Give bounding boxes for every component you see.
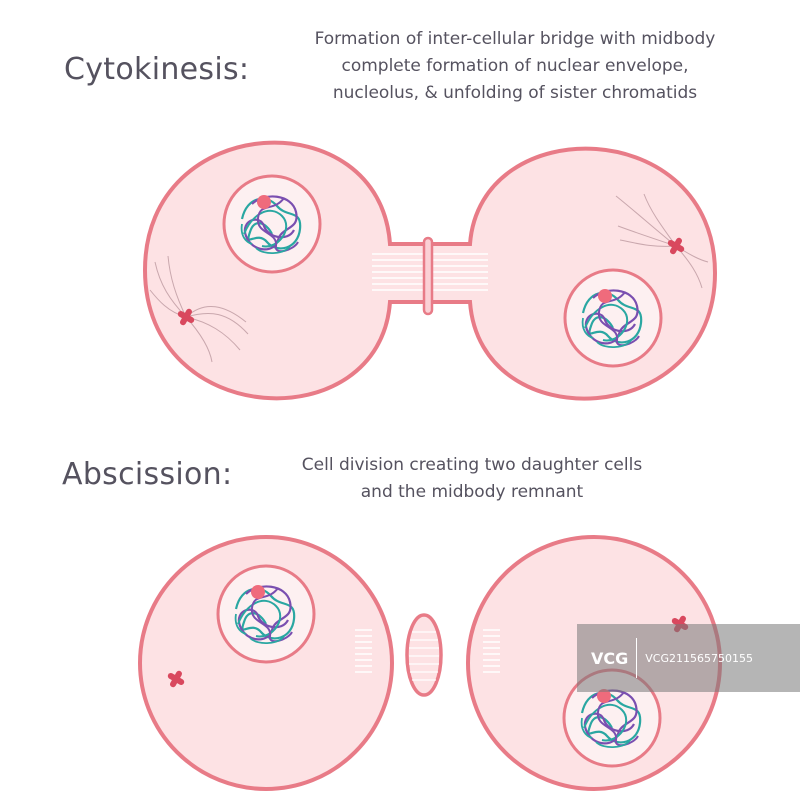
- abscission-title: Abscission:: [62, 457, 233, 492]
- watermark: VCG VCG211565750155: [577, 624, 800, 692]
- nucleus-left: [224, 176, 320, 272]
- abscission-desc-line: and the midbody remnant: [360, 482, 584, 502]
- cytokinesis-desc-line: nucleolus, & unfolding of sister chromat…: [332, 83, 698, 103]
- residual-microtubules-right: [483, 629, 500, 673]
- cytokinesis-desc-line: complete formation of nuclear envelope,: [341, 56, 689, 76]
- cytokinesis-desc-line: Formation of inter-cellular bridge with …: [314, 29, 716, 49]
- watermark-id: VCG211565750155: [645, 651, 753, 665]
- daughter-nucleus-left: [218, 566, 314, 662]
- midbody: [422, 236, 434, 316]
- cytokinesis-cells: [142, 140, 718, 401]
- midbody-remnant: [405, 613, 443, 697]
- abscission-description: Cell division creating two daughter cell…: [262, 452, 682, 506]
- watermark-divider: [636, 638, 638, 678]
- abscission-desc-line: Cell division creating two daughter cell…: [301, 455, 643, 475]
- residual-microtubules-left: [355, 629, 372, 673]
- cytokinesis-description: Formation of inter-cellular bridge with …: [270, 26, 760, 107]
- cytokinesis-title: Cytokinesis:: [64, 52, 250, 87]
- midbody-remnant-stripes: [409, 631, 439, 681]
- nucleus-right: [565, 270, 661, 366]
- watermark-logo: VCG: [591, 648, 629, 668]
